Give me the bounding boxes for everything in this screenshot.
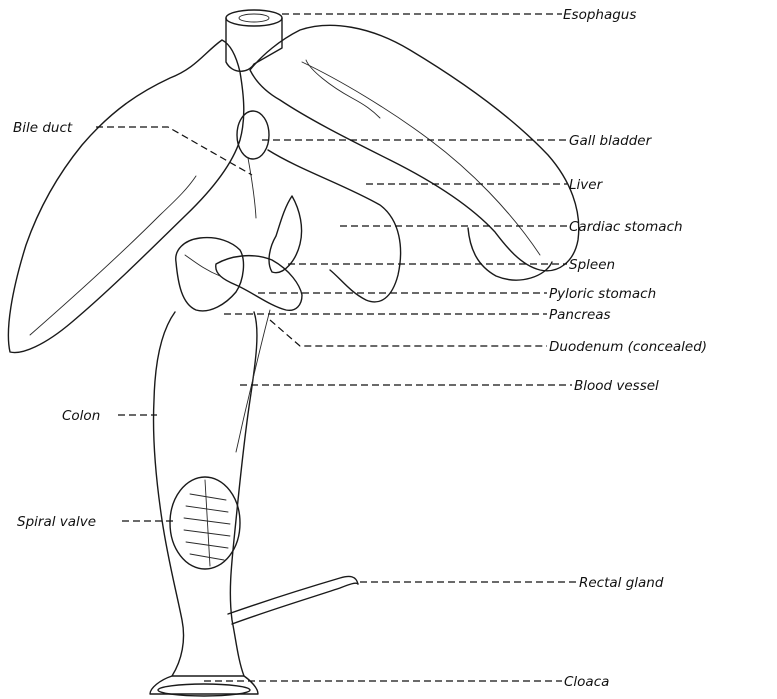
rectal-gland-shape [232,583,358,624]
liver-right-lobe [250,25,579,270]
label-gall-bladder: Gall bladder [569,133,653,149]
label-cardiac-stomach: Cardiac stomach [569,219,683,235]
cloaca-shape [150,676,258,694]
cardiac-stomach-shape [268,150,401,302]
pancreas-shape [176,238,244,311]
labels: Esophagus Gall bladder Liver Cardiac sto… [13,7,707,690]
label-bile-duct: Bile duct [13,120,73,136]
bile-duct-shape [248,158,256,218]
label-esophagus: Esophagus [563,7,636,23]
label-spleen: Spleen [569,257,615,273]
label-spiral-valve: Spiral valve [17,514,96,530]
anatomy-drawing [8,10,578,696]
leader-lines [96,14,577,681]
label-blood-vessel: Blood vessel [574,378,659,394]
liver-left-lobe [8,40,243,353]
label-colon: Colon [62,408,100,424]
label-pyloric-stomach: Pyloric stomach [549,286,656,302]
liver-lobe-edge [30,176,196,335]
leader-bile-duct [96,127,252,175]
spiral-valve-shape [170,477,240,569]
colon-shape [153,312,256,676]
label-pancreas: Pancreas [549,307,611,323]
label-duodenum: Duodenum (concealed) [549,339,707,355]
label-cloaca: Cloaca [564,674,609,690]
label-rectal-gland: Rectal gland [579,575,664,591]
liver-lobe-ridge [306,60,380,118]
label-liver: Liver [569,177,604,193]
esophagus-opening [226,10,282,26]
leader-duodenum [270,320,547,346]
